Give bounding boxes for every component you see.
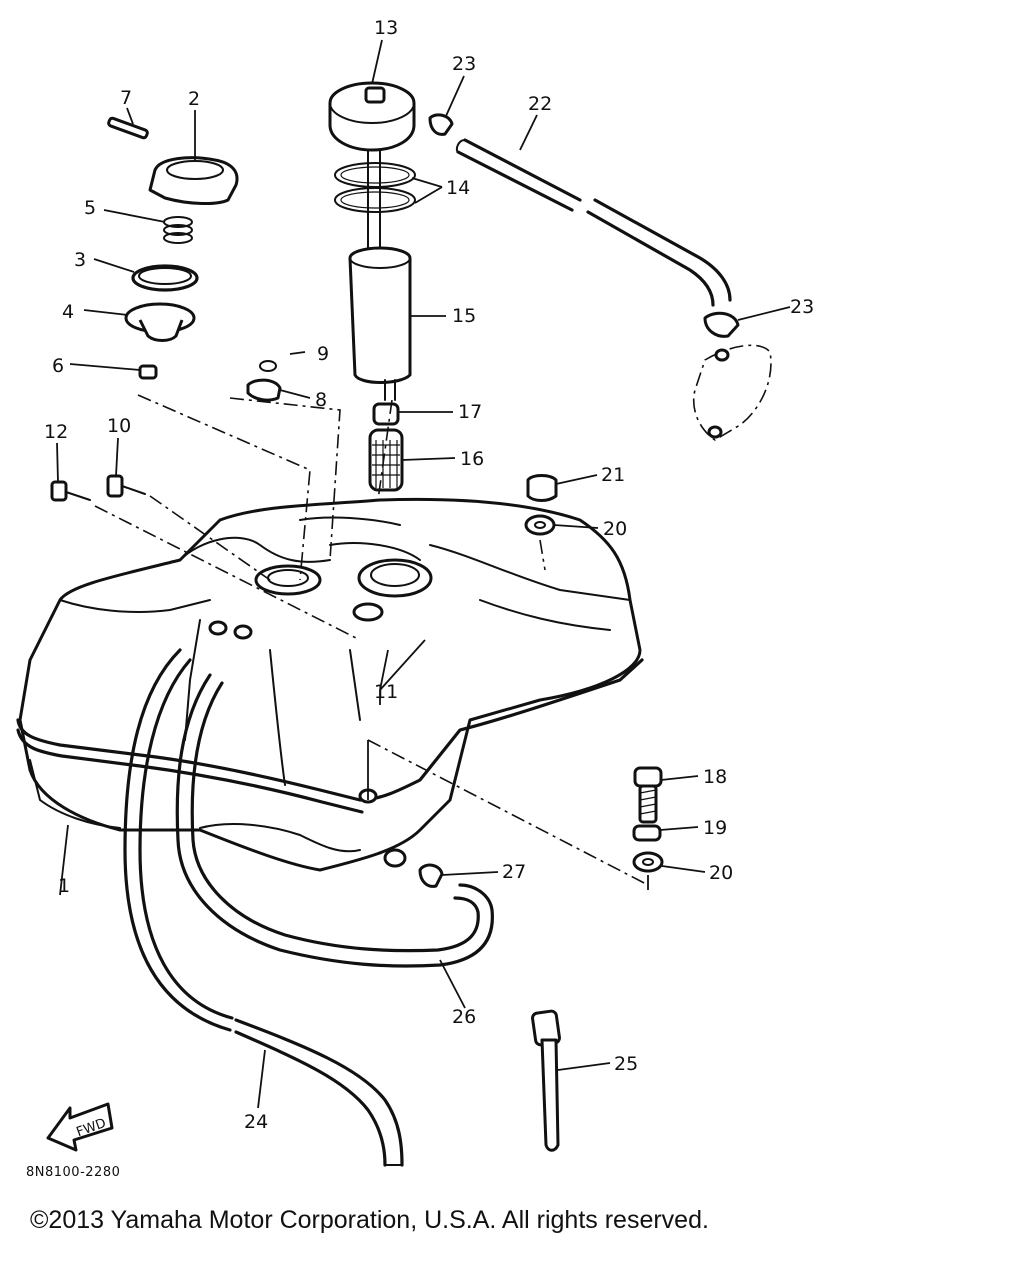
- callout-27: 27: [502, 861, 526, 883]
- callout-18: 18: [703, 766, 727, 788]
- callout-11: 11: [374, 681, 398, 703]
- callout-19: 19: [703, 817, 727, 839]
- diagram-part-code: 8N8100-2280: [26, 1165, 120, 1180]
- washer-20-upper: [524, 514, 556, 536]
- clamp-23-upper: [428, 113, 454, 136]
- callout-numbers: 1 2 3 4 5 6 7 8 9 10 11 12 13 14 15 16 1…: [44, 17, 814, 1133]
- clamp-23-lower: [703, 311, 740, 338]
- clip-6: [138, 364, 158, 380]
- callout-5: 5: [84, 197, 96, 219]
- callout-14: 14: [446, 177, 470, 199]
- bolt-10: [106, 474, 146, 498]
- hose-22: [455, 138, 732, 307]
- callout-22: 22: [528, 93, 552, 115]
- cap-spring: [163, 216, 193, 244]
- callout-4: 4: [62, 301, 74, 323]
- callout-17: 17: [458, 401, 482, 423]
- strap-25: [531, 1009, 561, 1152]
- fuel-tank: [16, 497, 644, 872]
- callout-20: 20: [603, 518, 627, 540]
- callout-23: 23: [452, 53, 476, 75]
- cap-gasket: [131, 264, 199, 292]
- callout-15: 15: [452, 305, 476, 327]
- callout-26: 26: [452, 1006, 476, 1028]
- callout-25: 25: [614, 1053, 638, 1075]
- fwd-arrow-icon: FWD: [46, 1102, 114, 1152]
- bolt-18: [633, 766, 663, 824]
- clip-8: [246, 378, 282, 402]
- callout-3: 3: [74, 249, 86, 271]
- callout-20b: 20: [709, 862, 733, 884]
- leader-lines: [59, 394, 649, 896]
- callout-23b: 23: [790, 296, 814, 318]
- bolt-12: [50, 480, 91, 502]
- hose-24: [123, 648, 404, 1167]
- callout-leaders: [56, 39, 791, 1109]
- callout-9: 9: [317, 343, 329, 365]
- nut-21: [526, 474, 558, 502]
- cap-base: [124, 302, 196, 342]
- callout-16: 16: [460, 448, 484, 470]
- callout-24: 24: [244, 1111, 268, 1133]
- washer-20-lower: [632, 851, 664, 873]
- callout-12: 12: [44, 421, 68, 443]
- callout-13: 13: [374, 17, 398, 39]
- copyright-notice: ©2013 Yamaha Motor Corporation, U.S.A. A…: [30, 1206, 709, 1234]
- callout-8: 8: [315, 389, 327, 411]
- collar-19: [632, 824, 662, 842]
- cap-pin: [107, 116, 149, 140]
- clip-27: [418, 863, 444, 888]
- callout-7: 7: [120, 87, 132, 109]
- fuel-sender-unit: [328, 81, 416, 492]
- callout-21: 21: [601, 464, 625, 486]
- fuel-cock-phantom: [693, 344, 772, 441]
- callout-2: 2: [188, 88, 200, 110]
- callout-1: 1: [58, 875, 70, 897]
- callout-10: 10: [107, 415, 131, 437]
- hose-26: [175, 673, 494, 968]
- fuel-cap: [148, 156, 239, 206]
- callout-6: 6: [52, 355, 64, 377]
